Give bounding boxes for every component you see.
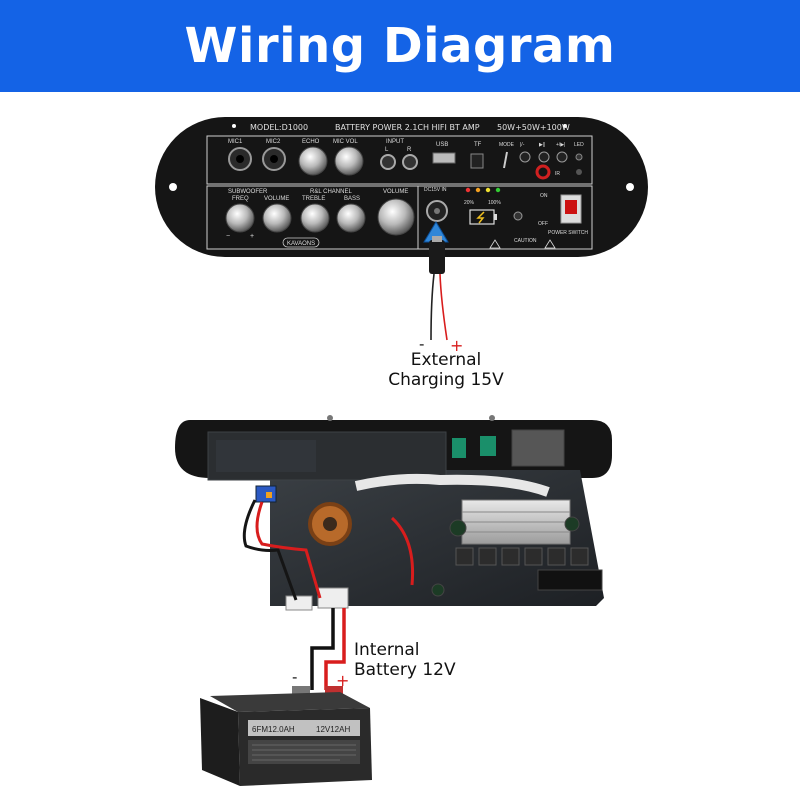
svg-text:▶||: ▶||: [539, 142, 545, 148]
svg-text:CAUTION: CAUTION: [514, 238, 537, 244]
svg-text:+/▶|: +/▶|: [556, 142, 565, 148]
title-banner: Wiring Diagram: [0, 0, 800, 92]
svg-text:R&L CHANNEL: R&L CHANNEL: [310, 189, 352, 195]
svg-text:20%: 20%: [464, 200, 475, 206]
internal-battery-label: Internal Battery 12V: [354, 640, 458, 680]
battery-model: 6FM12.0AH: [252, 725, 295, 734]
echo-knob: [298, 146, 328, 176]
battery-wire-negative: [310, 608, 335, 690]
svg-text:L: L: [385, 147, 389, 153]
ext-minus: -: [419, 335, 424, 353]
svg-text:LED: LED: [574, 142, 584, 148]
battery-voltage: 12V12AH: [316, 725, 350, 734]
rca-r-jack: [402, 154, 418, 170]
svg-text:OFF: OFF: [538, 221, 548, 227]
brand-logo: KAVAONS: [287, 241, 315, 247]
svg-text:MIC1: MIC1: [228, 139, 243, 145]
svg-text:+: +: [250, 233, 254, 240]
svg-text:POWER SWITCH: POWER SWITCH: [548, 230, 588, 236]
external-label-line1: External: [410, 350, 482, 370]
svg-text:R: R: [407, 147, 412, 153]
ir-receiver: [535, 164, 551, 180]
power-label: 50W+50W+100W: [497, 123, 570, 132]
svg-text:TREBLE: TREBLE: [302, 196, 325, 202]
svg-text:VOLUME: VOLUME: [383, 189, 408, 195]
svg-text:MODE: MODE: [499, 142, 515, 148]
bass-knob: [336, 203, 366, 233]
model-label: MODEL:D1000: [250, 123, 308, 132]
int-minus: -: [292, 668, 297, 686]
treble-knob: [300, 203, 330, 233]
page-title: Wiring Diagram: [184, 18, 616, 74]
dc-plug: [429, 240, 445, 274]
tf-slot: [470, 153, 484, 169]
mount-hole: [169, 183, 177, 191]
svg-text:|/-: |/-: [520, 142, 525, 148]
battery-12v: 6FM12.0AH 12V12AH: [200, 686, 372, 786]
external-label-line2: Charging 15V: [388, 370, 504, 390]
svg-text:ECHO: ECHO: [302, 139, 320, 145]
int-plus: +: [336, 671, 349, 690]
svg-text:DC15V IN: DC15V IN: [424, 187, 447, 193]
svg-text:TF: TF: [474, 142, 482, 148]
svg-text:FREQ: FREQ: [232, 196, 249, 202]
ext-plus: +: [450, 336, 463, 355]
freq-knob: [225, 203, 255, 233]
volume-knob: [377, 198, 415, 236]
wire-negative: [430, 273, 435, 341]
internal-label-line2: Battery 12V: [354, 660, 456, 680]
external-charging-label: External Charging 15V: [388, 350, 504, 390]
svg-text:INPUT: INPUT: [386, 139, 404, 145]
svg-text:VOLUME: VOLUME: [264, 196, 289, 202]
usb-port: [432, 152, 456, 164]
svg-text:100%: 100%: [488, 200, 501, 206]
internal-label-line1: Internal: [354, 640, 420, 660]
mount-hole: [626, 183, 634, 191]
svg-text:−: −: [226, 233, 230, 240]
wire-positive: [439, 273, 448, 341]
product-label: BATTERY POWER 2.1CH HIFI BT AMP: [335, 123, 480, 132]
mic-vol-knob: [334, 146, 364, 176]
svg-text:SUBWOOFER: SUBWOOFER: [228, 189, 268, 195]
svg-text:BASS: BASS: [344, 196, 360, 202]
svg-text:ON: ON: [540, 193, 548, 199]
sub-volume-knob: [262, 203, 292, 233]
amp-front-panel: MODEL:D1000 BATTERY POWER 2.1CH HIFI BT …: [155, 117, 648, 257]
svg-text:IR: IR: [555, 171, 560, 177]
svg-text:MIC VOL: MIC VOL: [333, 139, 358, 145]
battery-wire-positive: [324, 608, 346, 690]
svg-text:USB: USB: [436, 142, 448, 148]
svg-text:MIC2: MIC2: [266, 139, 281, 145]
speaker-terminal: [537, 569, 603, 591]
rca-l-jack: [380, 154, 396, 170]
amp-circuit-board: [175, 415, 612, 611]
battery-connector: [285, 595, 313, 611]
